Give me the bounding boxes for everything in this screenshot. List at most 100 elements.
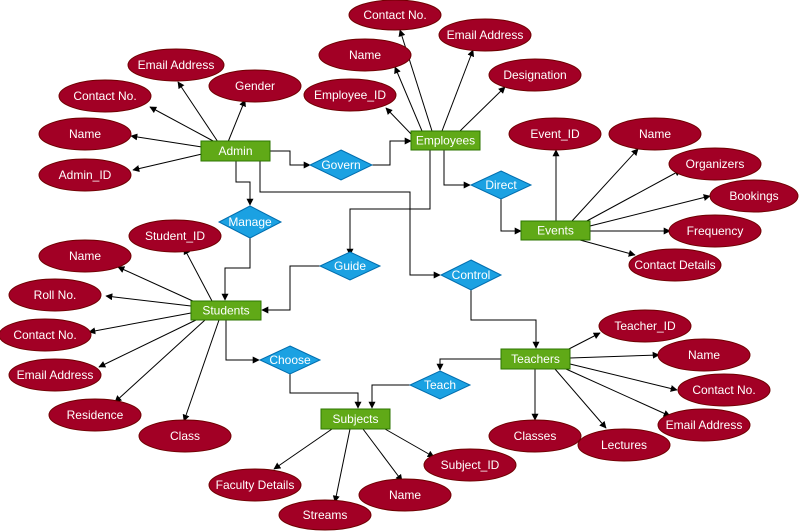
entity-label: Subjects — [332, 412, 378, 426]
attribute-admin-contact: Contact No. — [58, 79, 152, 113]
attribute-label: Subject_ID — [441, 458, 500, 472]
attribute-st-name: Name — [38, 239, 132, 273]
attribute-label: Name — [688, 348, 720, 362]
attribute-st-residence: Residence — [48, 398, 142, 432]
connector-sub-id — [384, 428, 435, 458]
entity-students: Students — [190, 300, 262, 321]
attribute-label: Roll No. — [34, 288, 77, 302]
attribute-label: Email Address — [447, 28, 524, 42]
connector-sub-name — [362, 428, 403, 482]
relationship-govern: Govern — [308, 149, 374, 181]
attribute-label: Faculty Details — [216, 478, 295, 492]
attribute-label: Class — [170, 429, 200, 443]
attribute-label: Bookings — [729, 189, 778, 203]
connector-teachers-teach — [436, 358, 501, 371]
connector-admin-govern — [270, 150, 311, 169]
entity-label: Admin — [218, 144, 252, 158]
connector-st-class — [182, 319, 220, 422]
entity-employees: Employees — [410, 130, 481, 151]
relationship-teach: Teach — [408, 370, 472, 400]
entity-label: Events — [537, 224, 574, 238]
attribute-label: Student_ID — [145, 229, 205, 243]
connector-t-lectures — [554, 368, 607, 429]
entity-label: Employees — [416, 134, 475, 148]
attribute-label: Name — [389, 488, 421, 502]
relationship-label: Guide — [334, 259, 366, 273]
attribute-admin-email: Email Address — [127, 48, 225, 82]
attribute-label: Contact Details — [634, 258, 715, 272]
attribute-t-email: Email Address — [657, 408, 751, 442]
connector-guide-students — [261, 265, 320, 314]
attribute-ev-contact: Contact Details — [628, 248, 722, 282]
connector-t-contact — [569, 363, 678, 392]
connector-st-residence — [114, 319, 206, 403]
connector-choose-subjects — [289, 374, 362, 409]
connector-admin-contact — [149, 106, 216, 143]
attribute-label: Name — [349, 48, 381, 62]
connectors — [88, 29, 711, 503]
attribute-ev-id: Event_ID — [508, 117, 602, 151]
entity-events: Events — [520, 220, 591, 241]
relationship-label: Direct — [485, 178, 517, 192]
attribute-t-lectures: Lectures — [577, 428, 671, 462]
connector-govern-employees — [372, 137, 412, 166]
relationship-label: Choose — [269, 353, 311, 367]
attribute-st-id: Student_ID — [128, 219, 222, 253]
connector-emp-email — [441, 49, 475, 132]
relationship-label: Govern — [321, 158, 360, 172]
connector-emp-name — [394, 66, 423, 132]
attribute-label: Contact No. — [692, 383, 755, 397]
connector-control-teachers — [470, 290, 540, 349]
connector-emp-designation — [459, 86, 506, 132]
attribute-label: Residence — [67, 408, 124, 422]
attribute-t-id: Teacher_ID — [598, 309, 692, 343]
attribute-label: Admin_ID — [59, 168, 112, 182]
connector-emp-id — [385, 107, 414, 137]
attribute-label: Organizers — [686, 157, 745, 171]
connector-employees-guide — [346, 150, 431, 256]
connector-teach-subjects — [368, 384, 410, 409]
attribute-st-email: Email Address — [8, 358, 102, 392]
connector-sub-faculty — [273, 428, 333, 470]
entity-label: Students — [202, 304, 249, 318]
attribute-label: Email Address — [138, 58, 215, 72]
attribute-sub-faculty: Faculty Details — [208, 468, 302, 502]
attribute-st-contact: Contact No. — [0, 318, 92, 352]
attribute-label: Classes — [514, 429, 557, 443]
attribute-t-classes: Classes — [488, 419, 582, 453]
connector-admin-manage — [235, 161, 254, 206]
attribute-sub-name: Name — [358, 478, 452, 512]
connector-employees-direct — [443, 150, 471, 189]
attribute-label: Employee_ID — [314, 88, 386, 102]
attribute-sub-id: Subject_ID — [423, 448, 517, 482]
attribute-label: Lectures — [601, 438, 647, 452]
attribute-st-roll: Roll No. — [8, 278, 102, 312]
attribute-admin-gender: Gender — [208, 69, 302, 103]
connector-students-choose — [225, 320, 260, 364]
entity-subjects: Subjects — [320, 408, 391, 430]
relationship-control: Control — [439, 259, 503, 291]
attribute-admin-name: Name — [38, 117, 132, 151]
entities: Admin Employees Events Students Teachers… — [190, 130, 591, 430]
entity-label: Teachers — [511, 352, 560, 366]
entity-teachers: Teachers — [500, 348, 571, 370]
connector-st-roll — [105, 293, 192, 307]
relationship-choose: Choose — [258, 345, 322, 375]
connector-ev-name — [571, 148, 639, 222]
entity-admin: Admin — [200, 140, 271, 162]
connector-t-id — [564, 332, 601, 352]
relationship-label: Teach — [424, 378, 456, 392]
connector-st-contact — [88, 312, 192, 335]
connector-ev-contact — [579, 239, 636, 257]
connector-admin-name — [130, 133, 203, 148]
connector-admin-control — [259, 161, 441, 279]
attribute-label: Contact No. — [13, 328, 76, 342]
attribute-label: Streams — [303, 508, 348, 522]
connector-t-name — [569, 351, 660, 359]
connector-admin-id — [132, 153, 203, 172]
attribute-label: Contact No. — [73, 89, 136, 103]
connector-st-email — [98, 319, 197, 368]
